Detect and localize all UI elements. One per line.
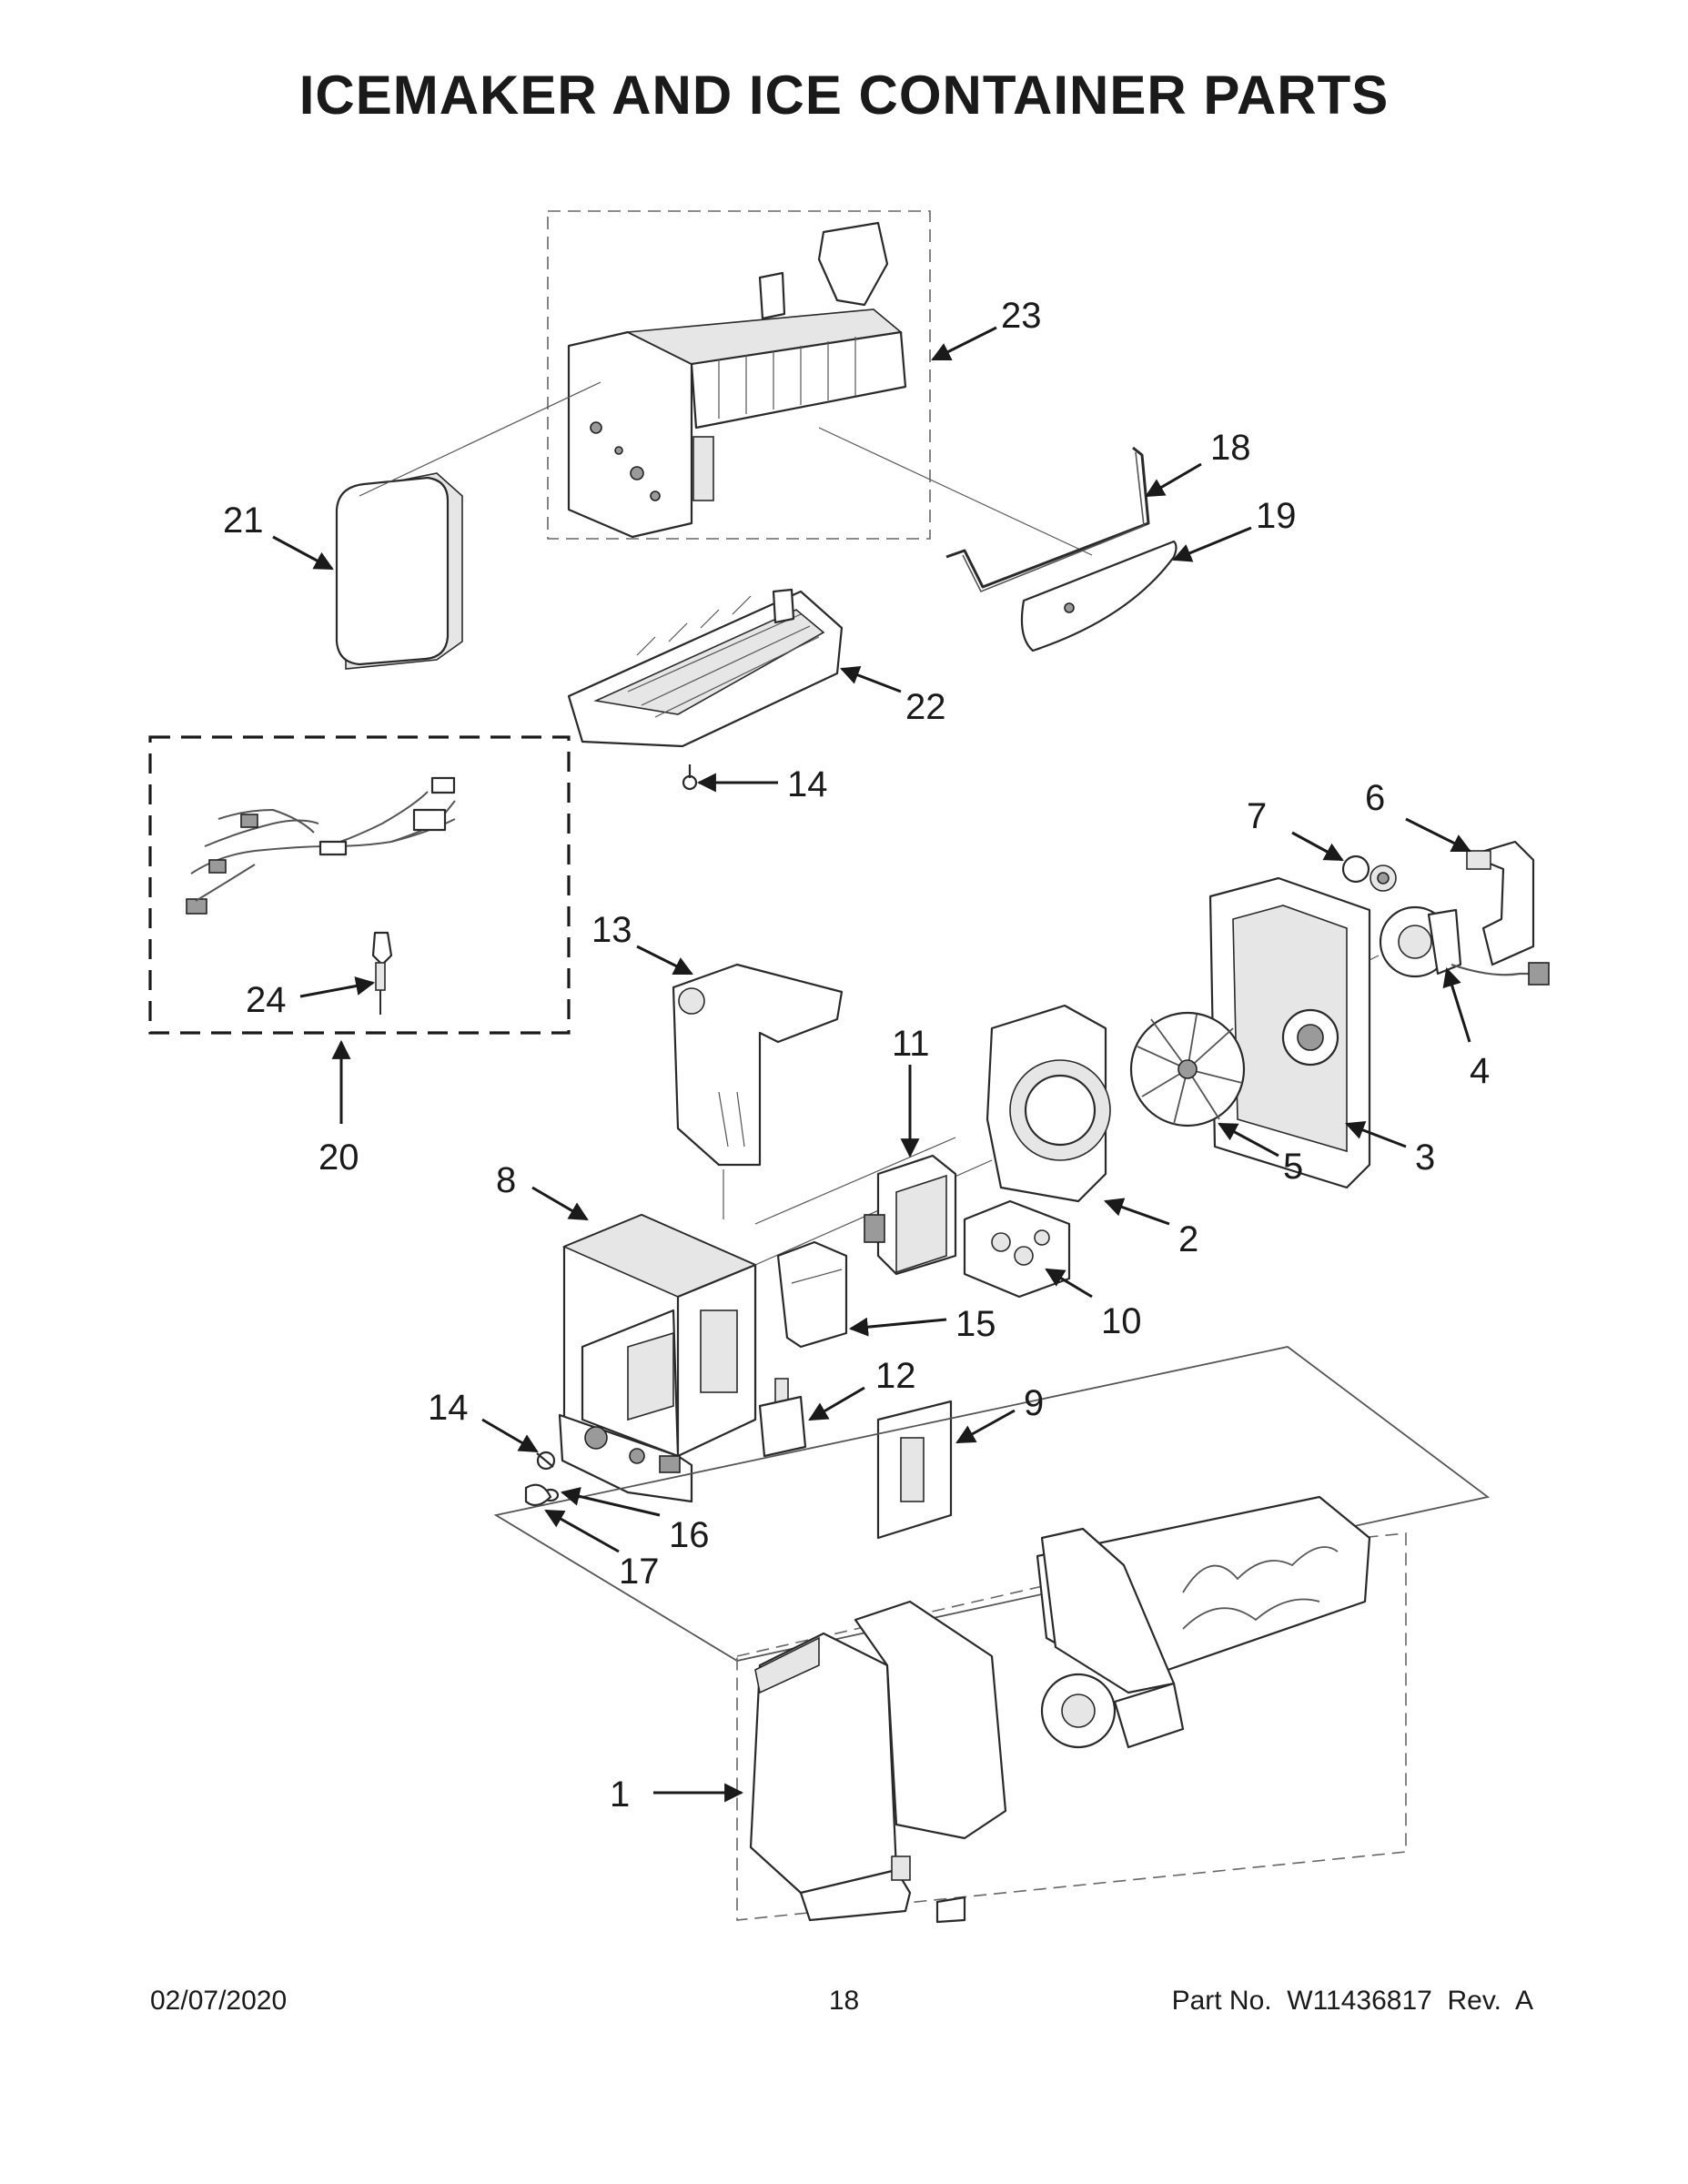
- footer-part-number: Part No. W11436817 Rev. A: [1171, 1986, 1533, 2016]
- auger-motor-10[interactable]: [963, 1199, 1071, 1299]
- shutoff-paddle-19[interactable]: [1020, 540, 1178, 652]
- callout-17: 17: [619, 1552, 660, 1592]
- footer-page-number: 18: [828, 1986, 860, 2016]
- callout-15: 15: [955, 1304, 996, 1344]
- motor-bracket-6[interactable]: [1466, 840, 1535, 966]
- ice-mold-22[interactable]: [567, 588, 844, 748]
- bracket-13[interactable]: [672, 963, 844, 1167]
- ice-container-1[interactable]: [749, 1600, 1007, 1924]
- clip-17[interactable]: [524, 1483, 552, 1507]
- callout-1: 1: [610, 1774, 630, 1815]
- wire-harness: [186, 776, 456, 915]
- leader-lines: [272, 326, 1471, 1803]
- auger-assembly: [1036, 1495, 1371, 1749]
- cover-plate-9[interactable]: [876, 1400, 953, 1540]
- shutoff-arm-18[interactable]: [945, 446, 1150, 593]
- callout-14-lower: 14: [428, 1388, 469, 1428]
- callout-7: 7: [1247, 796, 1267, 836]
- control-box-11[interactable]: [864, 1154, 957, 1276]
- callout-24: 24: [246, 980, 287, 1020]
- callout-10: 10: [1101, 1301, 1142, 1341]
- solenoid-12[interactable]: [758, 1378, 807, 1458]
- callout-23: 23: [1001, 296, 1042, 336]
- callout-19: 19: [1256, 496, 1297, 536]
- callout-8: 8: [496, 1160, 516, 1200]
- callout-9: 9: [1024, 1383, 1044, 1423]
- callout-16: 16: [669, 1515, 710, 1555]
- housing-frame-3[interactable]: [1208, 876, 1371, 1189]
- bracket-15[interactable]: [776, 1240, 848, 1349]
- callout-6: 6: [1365, 778, 1385, 818]
- wire-harness-kit-20[interactable]: [148, 735, 571, 1035]
- callout-13: 13: [591, 910, 632, 950]
- callout-4: 4: [1470, 1051, 1490, 1091]
- callout-2: 2: [1178, 1219, 1198, 1259]
- icemaker-assembly-boundary: [547, 210, 931, 540]
- screw-14-lower[interactable]: [536, 1451, 556, 1471]
- fan-blade-5[interactable]: [1129, 1011, 1246, 1127]
- fan-motor-4[interactable]: [1369, 905, 1550, 986]
- dispenser-housing-8[interactable]: [558, 1213, 758, 1503]
- callout-14-upper: 14: [787, 764, 828, 804]
- icemaker-cover-21[interactable]: [335, 472, 463, 670]
- grommet-7[interactable]: [1341, 854, 1397, 892]
- fan-shroud-2[interactable]: [986, 1004, 1111, 1203]
- footer-date: 02/07/2020: [150, 1986, 288, 2016]
- callout-20: 20: [318, 1138, 359, 1178]
- wire-harness-kit-boundary: [148, 735, 571, 1035]
- probe-24[interactable]: [371, 931, 393, 1015]
- callout-3: 3: [1415, 1138, 1435, 1178]
- callout-labels: 23 18 19 21 22 14 7 6 13 4 24 11 5 3 20 …: [223, 296, 1490, 1815]
- callout-21: 21: [223, 500, 264, 541]
- callout-11: 11: [892, 1024, 930, 1064]
- page-title: ICEMAKER AND ICE CONTAINER PARTS: [298, 65, 1390, 126]
- callout-18: 18: [1210, 428, 1251, 468]
- icemaker-assembly-23[interactable]: [547, 210, 931, 540]
- callout-22: 22: [905, 687, 946, 727]
- callout-12: 12: [875, 1356, 916, 1396]
- callout-5: 5: [1283, 1147, 1303, 1187]
- screw-14-upper[interactable]: [682, 764, 698, 791]
